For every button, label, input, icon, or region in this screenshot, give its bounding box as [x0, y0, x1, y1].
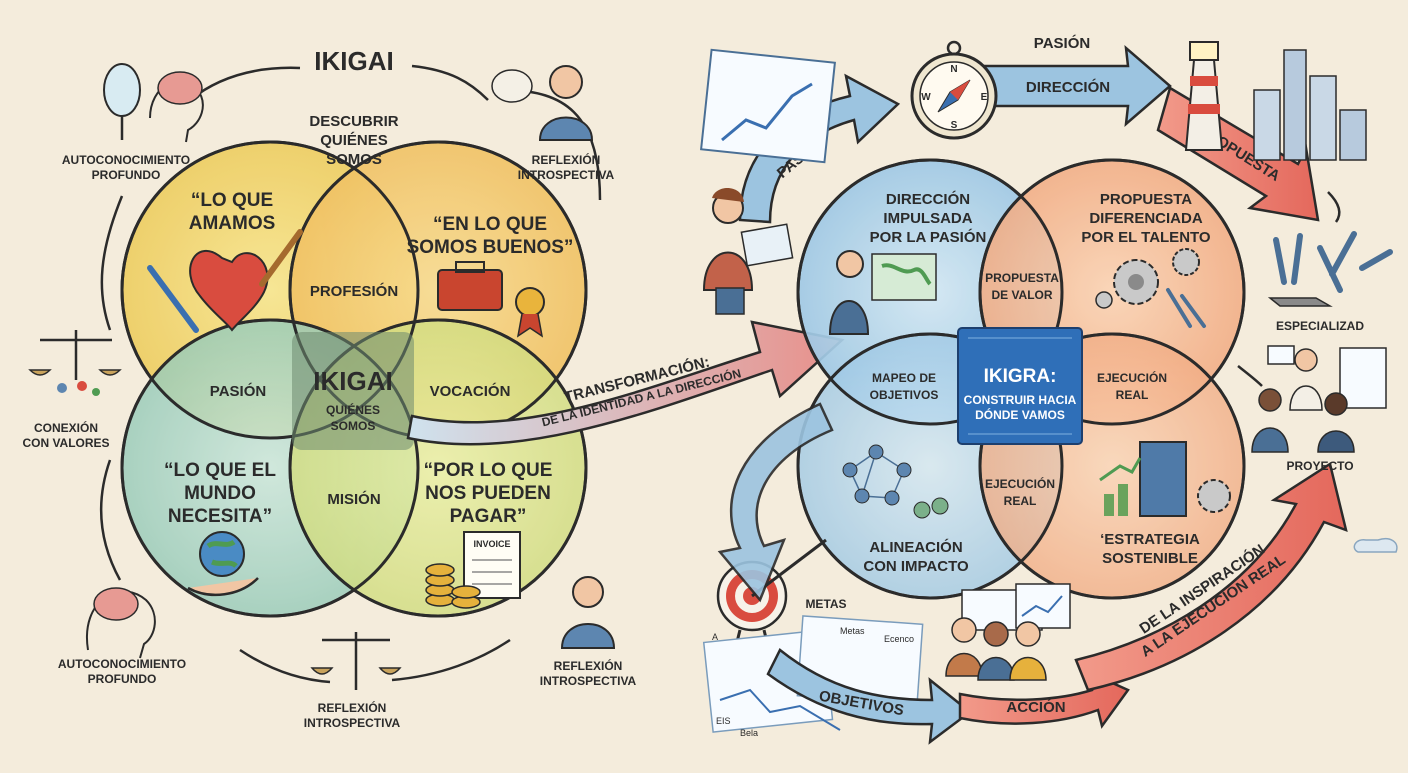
compass-icon: N E S W — [910, 40, 998, 140]
compass-n: N — [950, 64, 957, 75]
orbit-arc-top-right — [411, 64, 489, 101]
label-mision: MISIÓN — [327, 490, 380, 508]
toolbox-illustration — [437, 261, 545, 338]
label-especializad: ESPECIALIZAD — [1276, 319, 1364, 333]
right-center-title: IKIGRA: — [984, 366, 1057, 387]
doc-label-eis: EIS — [716, 716, 731, 726]
orbit-arc-left-top — [100, 195, 124, 331]
compass-e: E — [981, 92, 988, 103]
globe-hand-illustration — [187, 531, 259, 596]
center-ikigra-box — [957, 327, 1083, 445]
center-ikigai-box — [292, 332, 414, 450]
arrow-direccion-label: DIRECCIÓN — [1026, 78, 1110, 96]
gears-tools-illustration — [1095, 248, 1206, 328]
doc-label-bela: Bela — [740, 728, 758, 738]
invoice-label: INVOICE — [473, 539, 510, 549]
thinking-person-icon-top — [491, 65, 594, 141]
doc-label-metas: Metas — [840, 626, 865, 636]
brain-profile-icon-bottom — [85, 587, 156, 659]
compass-w: W — [921, 92, 931, 103]
arrow-to-team — [1237, 365, 1263, 387]
scales-family-icon — [28, 330, 122, 396]
chart-document-icon — [700, 48, 836, 164]
orbit-arc-bottom-left — [239, 648, 331, 684]
right-ikigra-diagram: PASIÓN DIRECCIÓN PASIÓN PROPUESTA N E S … — [700, 34, 1398, 745]
arrow-accion: ACCIÓN — [958, 669, 1130, 729]
left-center-title: IKIGAI — [313, 366, 392, 396]
team-women-icon — [945, 583, 1071, 681]
tools-icon — [1267, 231, 1393, 307]
heart-brush-illustration — [147, 229, 303, 333]
doc-label-a: A — [712, 632, 718, 642]
team-presentation-icon — [1251, 345, 1387, 453]
arrow-accion-label: ACCIÓN — [1006, 698, 1065, 716]
scales-icon-bottom — [310, 632, 402, 690]
doc-label-ecenco: Ecenco — [884, 634, 914, 644]
orbit-arc-bottom-right — [391, 638, 511, 682]
label-profesion: PROFESIÓN — [310, 282, 398, 300]
label-pasion: PASIÓN — [210, 382, 266, 400]
woman-with-map-icon — [702, 187, 794, 315]
orbit-arc-left-bottom — [99, 459, 122, 581]
label-proyecto: PROYECTO — [1286, 459, 1353, 473]
lighthouse-city-icon — [1184, 41, 1367, 161]
mirror-brain-icon — [103, 63, 204, 143]
arrow-left-curve — [717, 402, 834, 603]
orbit-arc-top-left — [189, 66, 301, 101]
cloud-icon — [1353, 538, 1398, 553]
man-pointing-map-illustration — [828, 250, 937, 335]
left-title: IKIGAI — [314, 46, 393, 76]
arrow-direccion: DIRECCIÓN — [966, 44, 1172, 128]
compass-s: S — [951, 120, 958, 131]
top-pasion-label: PASIÓN — [1034, 34, 1090, 52]
label-vocacion: VOCACIÓN — [430, 382, 511, 400]
coins-invoice-illustration — [425, 531, 521, 609]
label-metas: METAS — [805, 597, 846, 611]
network-illustration — [842, 444, 949, 519]
building-growth-illustration — [1099, 441, 1231, 517]
thinking-person-icon-bottom — [560, 576, 616, 649]
arrow-to-tools — [1327, 191, 1341, 223]
